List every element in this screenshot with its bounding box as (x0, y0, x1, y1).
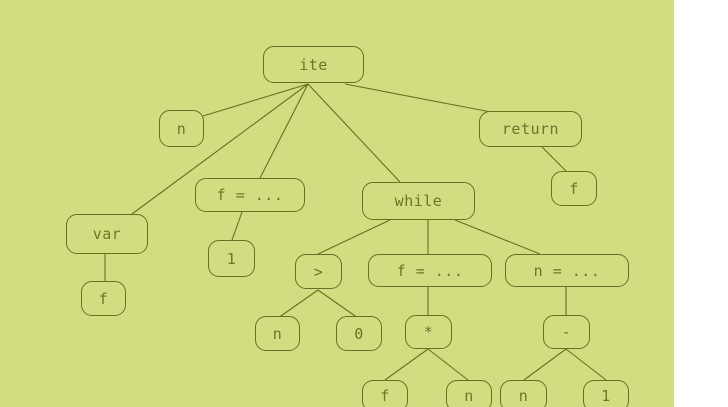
node-minus-n: n (500, 380, 547, 407)
edge-minus-one (565, 348, 607, 381)
edge-mul-n (427, 348, 469, 381)
node-gt-zero: 0 (336, 316, 382, 351)
node-n-left: n (159, 110, 204, 147)
node-ite: ite (263, 46, 364, 83)
edge-assign-one (231, 211, 243, 241)
node-assign-f: f = ... (368, 254, 492, 287)
edge-return-f (541, 146, 568, 173)
node-assign-n: n = ... (505, 254, 629, 287)
node-mul: * (405, 315, 452, 349)
node-var: var (66, 214, 148, 254)
node-minus: - (543, 315, 590, 349)
edge-minus-n (523, 348, 567, 381)
edge-while-assignn (454, 219, 541, 255)
node-gt-n: n (255, 316, 300, 351)
edge-gt-n (277, 289, 319, 319)
node-mul-n: n (446, 380, 492, 407)
node-assign-f-top: f = ... (195, 178, 305, 212)
edge-gt-zero (317, 289, 359, 319)
edge-mul-f (384, 348, 429, 381)
edge-ite-assign (257, 83, 309, 183)
edge-ite-var (131, 83, 309, 215)
node-while: while (362, 182, 475, 220)
node-minus-one: 1 (583, 380, 629, 407)
node-return-f: f (551, 171, 597, 206)
node-var-f: f (81, 281, 126, 316)
node-mul-f: f (362, 380, 408, 407)
edge-ite-return (344, 83, 497, 114)
edge-while-gt (317, 219, 391, 255)
edge-ite-n (202, 83, 309, 117)
node-return: return (479, 111, 582, 147)
edge-ite-while (307, 83, 401, 183)
node-one-top: 1 (208, 240, 255, 277)
node-gt: > (295, 254, 342, 289)
